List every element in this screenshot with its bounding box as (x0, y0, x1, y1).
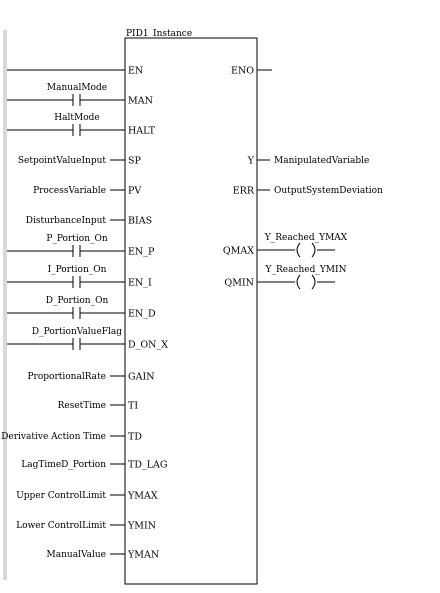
input-td-label: Derivative Action Time (1, 432, 106, 442)
input-en-p-row: EN_P P_Portion_On (7, 234, 155, 258)
input-bias-row: BIAS DisturbanceInput (26, 216, 152, 227)
instance-name: PID1_Instance (126, 29, 192, 39)
input-en-i-row: EN_I I_Portion_On (7, 265, 152, 289)
input-ymax-label: Upper ControlLimit (16, 491, 106, 501)
output-err-pin-name: ERR (233, 186, 255, 197)
input-gain-pin-name: GAIN (128, 372, 155, 383)
input-d-on-x-pin-name: D_ON_X (128, 340, 168, 351)
output-y-pin-name: Y (247, 156, 255, 167)
input-td-pin-name: TD (128, 432, 142, 443)
output-qmin-row: QMIN Y_Reached_YMIN (224, 265, 347, 290)
output-qmax-label: Y_Reached_YMAX (264, 233, 348, 243)
input-d-on-x-contact[interactable] (72, 338, 81, 350)
output-eno-row: ENO (231, 66, 272, 77)
output-eno-pin-name: ENO (231, 66, 254, 77)
input-pv-pin-name: PV (128, 186, 141, 197)
input-ymin-row: YMIN Lower ControlLimit (16, 521, 156, 532)
input-en-p-contact[interactable] (72, 245, 81, 257)
input-halt-contact[interactable] (72, 124, 81, 136)
input-yman-row: YMAN ManualValue (47, 550, 160, 561)
input-pv-row: PV ProcessVariable (33, 186, 141, 197)
function-block[interactable] (124, 37, 258, 585)
input-halt-row: HALT HaltMode (7, 113, 156, 137)
output-qmin-label: Y_Reached_YMIN (265, 265, 347, 275)
input-en-i-label: I_Portion_On (48, 265, 107, 275)
input-ymin-pin-name: YMIN (127, 521, 156, 532)
input-td-lag-label: LagTimeD_Portion (21, 460, 106, 470)
input-halt-label: HaltMode (54, 113, 99, 123)
output-err-label: OutputSystemDeviation (274, 186, 383, 196)
input-pv-label: ProcessVariable (33, 186, 106, 196)
input-en-pin-name: EN (128, 66, 143, 77)
input-d-on-x-label: D_PortionValueFlag (32, 327, 122, 337)
input-td-lag-row: TD_LAG LagTimeD_Portion (21, 460, 167, 471)
output-y-row: Y ManipulatedVariable (247, 156, 370, 167)
output-qmin-pin-name: QMIN (224, 278, 254, 289)
input-man-label: ManualMode (47, 83, 107, 93)
input-ti-label: ResetTime (58, 401, 106, 411)
output-qmax-pin-name: QMAX (223, 246, 254, 257)
input-ymin-label: Lower ControlLimit (16, 521, 106, 531)
input-en-d-label: D_Portion_On (46, 296, 109, 306)
input-man-pin-name: MAN (128, 96, 153, 107)
output-y-label: ManipulatedVariable (274, 156, 369, 166)
output-qmin-coil[interactable] (296, 274, 316, 290)
input-gain-row: GAIN ProportionalRate (27, 372, 154, 383)
output-err-row: ERR OutputSystemDeviation (233, 186, 383, 197)
input-en-d-row: EN_D D_Portion_On (7, 296, 156, 320)
input-en-p-label: P_Portion_On (46, 234, 108, 244)
input-halt-pin-name: HALT (128, 126, 156, 137)
input-sp-label: SetpointValueInput (18, 156, 107, 166)
input-gain-label: ProportionalRate (27, 372, 106, 382)
input-en-row: EN (7, 66, 143, 77)
input-ti-pin-name: TI (128, 401, 138, 412)
output-qmax-row: QMAX Y_Reached_YMAX (223, 233, 348, 258)
input-bias-pin-name: BIAS (128, 216, 152, 227)
input-td-row: TD Derivative Action Time (1, 432, 142, 443)
input-en-d-pin-name: EN_D (128, 309, 156, 320)
output-qmax-coil[interactable] (296, 242, 316, 258)
input-en-d-contact[interactable] (72, 307, 81, 319)
input-ymax-row: YMAX Upper ControlLimit (16, 491, 158, 502)
input-bias-label: DisturbanceInput (26, 216, 107, 226)
input-sp-pin-name: SP (128, 156, 142, 167)
input-en-i-pin-name: EN_I (128, 278, 152, 289)
input-td-lag-pin-name: TD_LAG (128, 460, 167, 471)
input-man-row: MAN ManualMode (7, 83, 153, 107)
input-en-i-contact[interactable] (72, 276, 81, 288)
input-d-on-x-row: D_ON_X D_PortionValueFlag (7, 327, 168, 351)
input-sp-row: SP SetpointValueInput (18, 156, 142, 167)
input-ti-row: TI ResetTime (58, 401, 139, 412)
input-yman-pin-name: YMAN (127, 550, 159, 561)
input-man-contact[interactable] (72, 94, 81, 106)
input-en-p-pin-name: EN_P (128, 247, 155, 258)
left-power-rail (3, 30, 7, 580)
input-yman-label: ManualValue (47, 550, 106, 560)
input-ymax-pin-name: YMAX (127, 491, 158, 502)
